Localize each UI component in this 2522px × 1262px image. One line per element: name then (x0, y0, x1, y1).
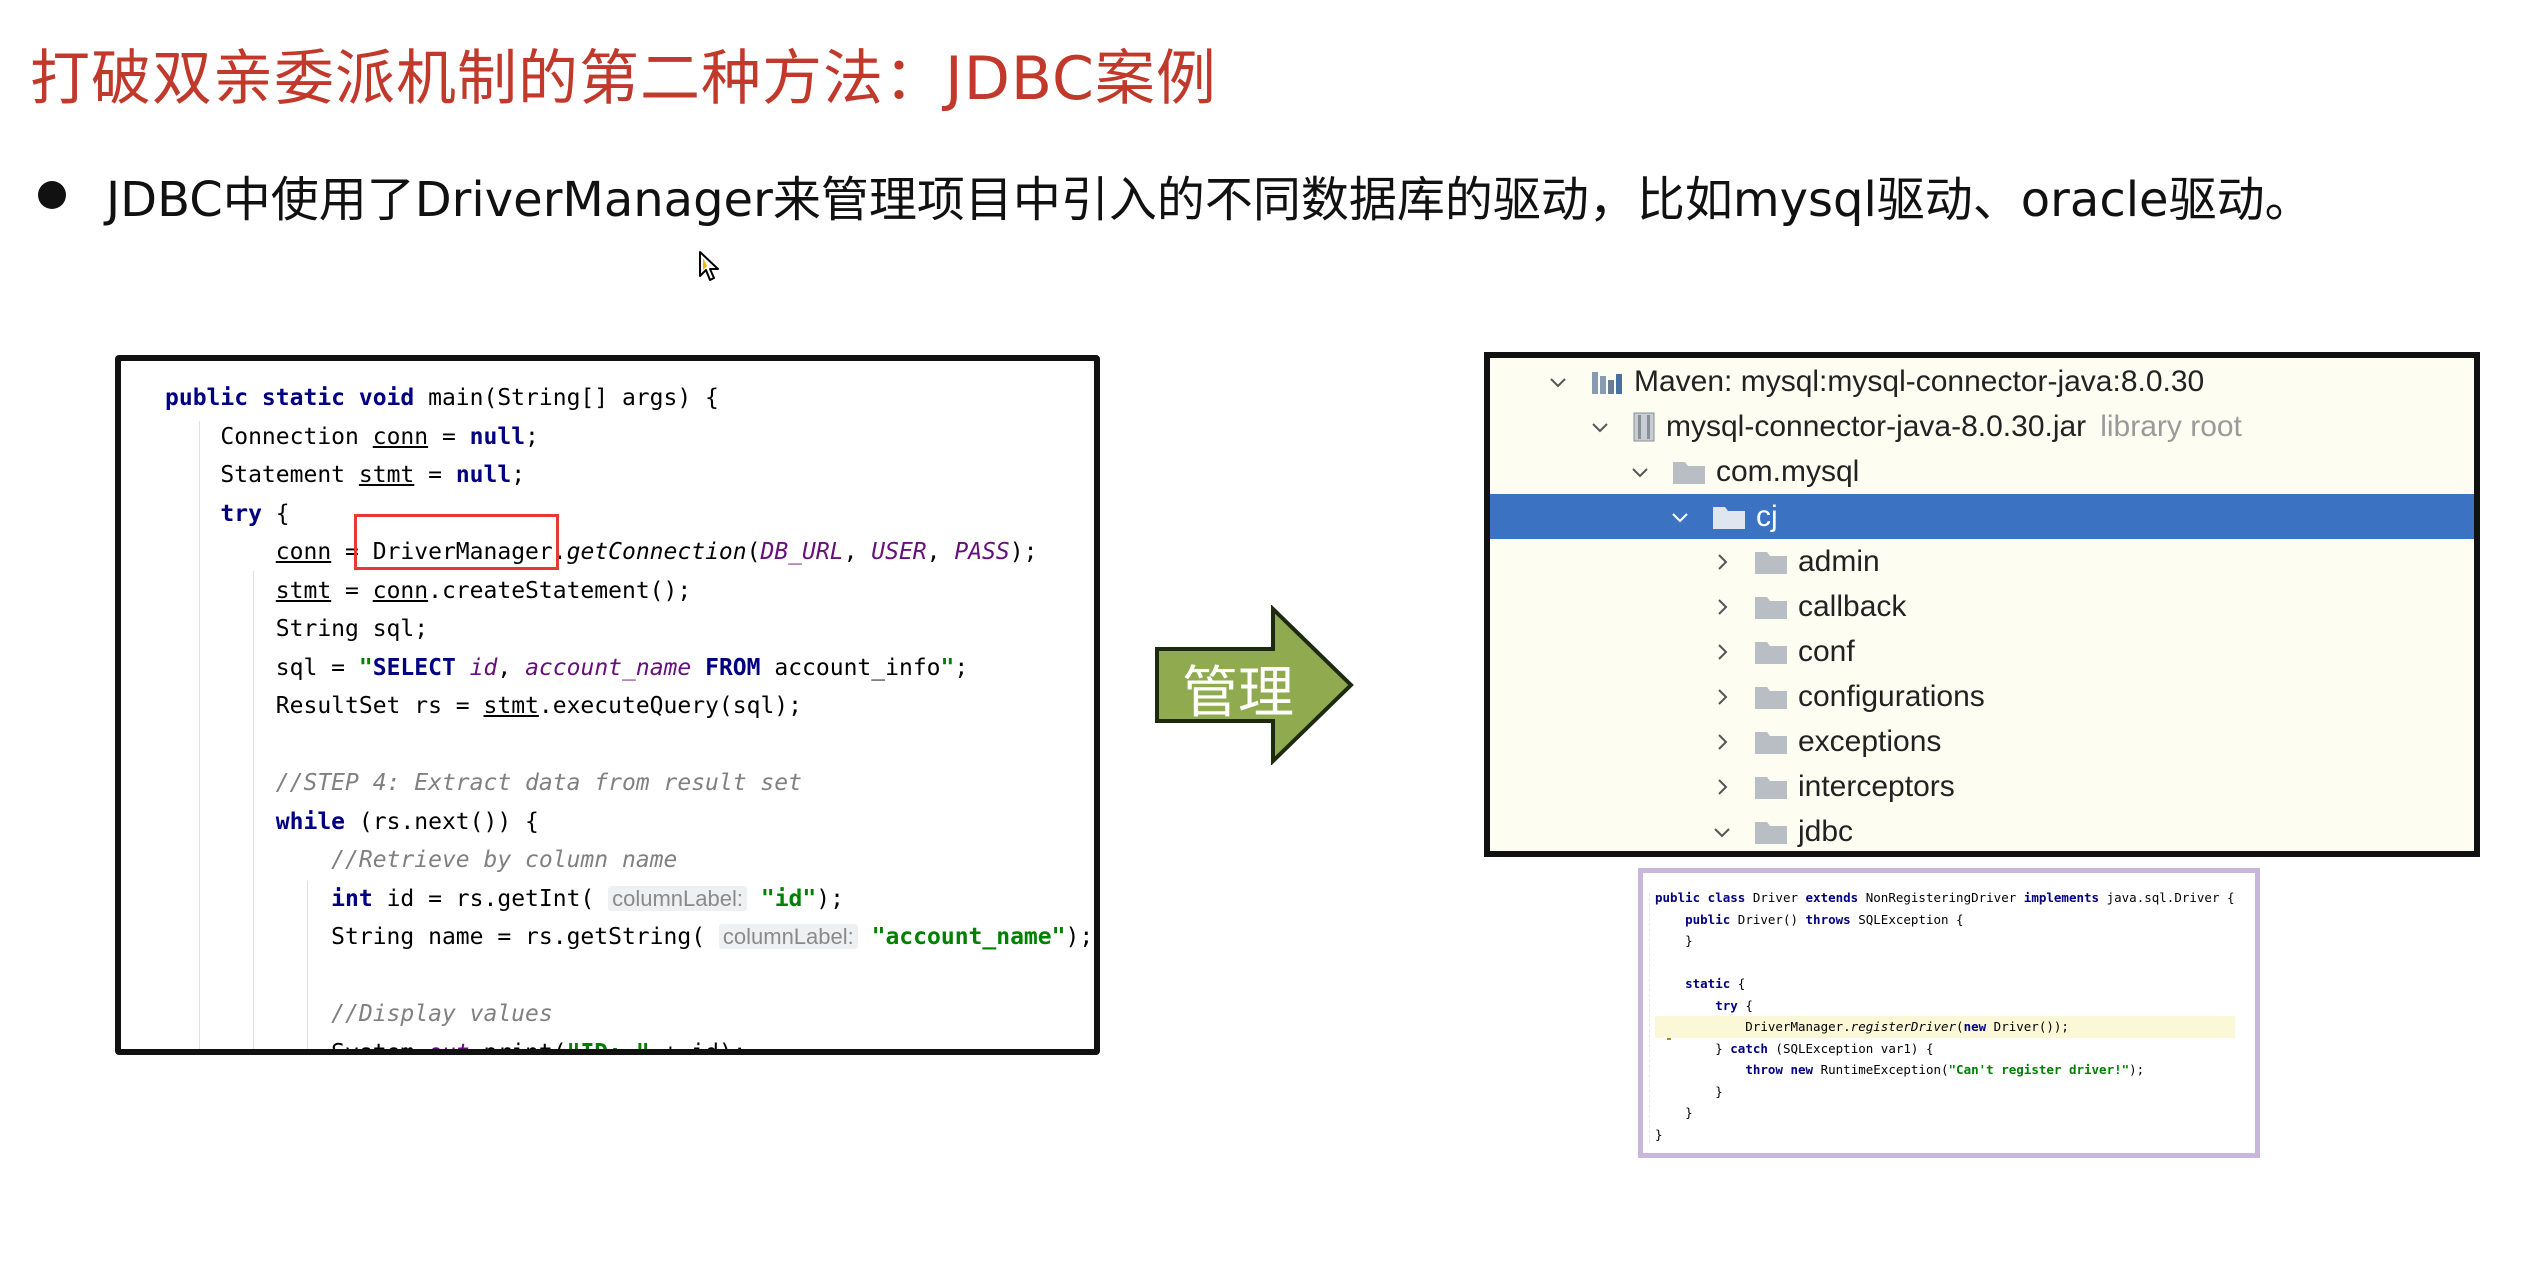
project-tree-panel: Maven: mysql:mysql-connector-java:8.0.30… (1484, 352, 2480, 857)
chevron-down-icon[interactable] (1670, 507, 1690, 527)
code-line: } (1655, 1105, 1693, 1120)
code-block: public static void main(String[] args) {… (165, 379, 1094, 1055)
folder-icon (1755, 596, 1787, 619)
chevron-right-icon[interactable] (1712, 597, 1732, 617)
code-line-highlighted: DriverManager.registerDriver(new Driver(… (1655, 1016, 2235, 1038)
code-comment: //Display values (165, 1001, 553, 1027)
arrow-right-icon (1155, 605, 1354, 765)
folder-icon (1713, 506, 1745, 529)
code-line: System.out.print("ID: " + id); (165, 1039, 747, 1055)
chevron-right-icon[interactable] (1712, 642, 1732, 662)
tree-item-maven[interactable]: Maven: mysql:mysql-connector-java:8.0.30 (1490, 359, 2474, 404)
code-line: } (1655, 1126, 1663, 1142)
driver-manager-highlight (354, 514, 559, 570)
bullet-point: JDBC中使用了DriverManager来管理项目中引入的不同数据库的驱动，比… (38, 160, 2313, 230)
code-line: int id = rs.getInt( columnLabel: "id"); (331, 885, 844, 912)
parameter-hint: columnLabel: (718, 924, 858, 949)
code-line: } (1655, 1083, 1723, 1099)
mouse-cursor-icon (699, 251, 719, 281)
driver-class-code-panel: public class Driver extends NonRegisteri… (1638, 868, 2260, 1158)
code-line: } catch (SQLException var1) { (1655, 1040, 1934, 1056)
tree-item-admin[interactable]: admin (1490, 539, 2474, 584)
code-line: public class Driver extends NonRegisteri… (1655, 890, 2235, 905)
code-line: String sql; (165, 616, 429, 642)
chevron-right-icon[interactable] (1712, 732, 1732, 752)
code-line: Connection conn = null; (165, 423, 539, 450)
chevron-right-icon[interactable] (1712, 777, 1732, 797)
code-line: static { (1655, 976, 1746, 991)
code-comment: //STEP 4: Extract data from result set (165, 770, 802, 796)
tree-item-conf[interactable]: conf (1490, 629, 2474, 674)
code-line: try { (165, 500, 290, 527)
tree-item-configurations[interactable]: configurations (1490, 674, 2474, 719)
parameter-hint: columnLabel: (608, 885, 747, 911)
chevron-right-icon[interactable] (1712, 687, 1732, 707)
folder-icon (1755, 731, 1787, 754)
tree-item-com-mysql[interactable]: com.mysql (1490, 449, 2474, 494)
code-line: public Driver() throws SQLException { (1655, 911, 1964, 927)
code-line: stmt = conn.createStatement(); (275, 577, 692, 604)
folder-icon (1673, 461, 1705, 484)
tree-item-callback[interactable]: callback (1490, 584, 2474, 629)
folder-icon (1755, 821, 1787, 844)
chevron-down-icon[interactable] (1548, 372, 1568, 392)
code-line: String name = rs.getString( columnLabel:… (165, 924, 1094, 950)
arrow-label: 管理 (1182, 661, 1294, 726)
folder-icon (1755, 551, 1787, 574)
code-line: throw new RuntimeException("Can't regist… (1745, 1062, 2145, 1077)
chevron-down-icon[interactable] (1712, 822, 1732, 842)
bullet-text: JDBC中使用了DriverManager来管理项目中引入的不同数据库的驱动，比… (106, 172, 2313, 228)
code-line: try { (1655, 997, 1753, 1013)
tree-item-exceptions[interactable]: exceptions (1490, 719, 2474, 764)
tree-item-interceptors[interactable]: interceptors (1490, 764, 2474, 809)
code-comment: //Retrieve by column name (165, 847, 678, 873)
folder-icon (1755, 686, 1787, 709)
code-line: Statement stmt = null; (165, 462, 526, 488)
driver-manager-class: DriverManager (372, 539, 553, 565)
code-line: sql = "SELECT id, account_name FROM acco… (165, 654, 969, 681)
chevron-down-icon[interactable] (1590, 417, 1610, 437)
tree-item-cj[interactable]: cj (1490, 494, 2474, 539)
folder-icon (1755, 641, 1787, 664)
slide-title: 打破双亲委派机制的第二种方法：JDBC案例 (30, 44, 1217, 114)
code-line: ResultSet rs = stmt.executeQuery(sql); (165, 693, 802, 719)
code-line (1655, 952, 2235, 974)
code-line: conn = DriverManager.getConnection(DB_UR… (275, 539, 1038, 565)
jdbc-code-panel: public static void main(String[] args) {… (115, 355, 1100, 1055)
tree-item-jdbc[interactable]: jdbc (1490, 809, 2474, 851)
library-icon (1592, 371, 1622, 394)
chevron-down-icon[interactable] (1630, 462, 1650, 482)
bullet-dot-icon (38, 181, 66, 209)
code-line (165, 957, 1093, 996)
folder-icon (1755, 776, 1787, 799)
code-line (165, 726, 1093, 765)
code-line: } (1655, 933, 1693, 948)
jar-icon (1633, 412, 1655, 441)
code-line: while (rs.next()) { (275, 808, 539, 835)
code-line: public static void main(String[] args) { (165, 385, 719, 411)
driver-code-block: public class Driver extends NonRegisteri… (1655, 887, 2235, 1145)
chevron-right-icon[interactable] (1712, 552, 1732, 572)
